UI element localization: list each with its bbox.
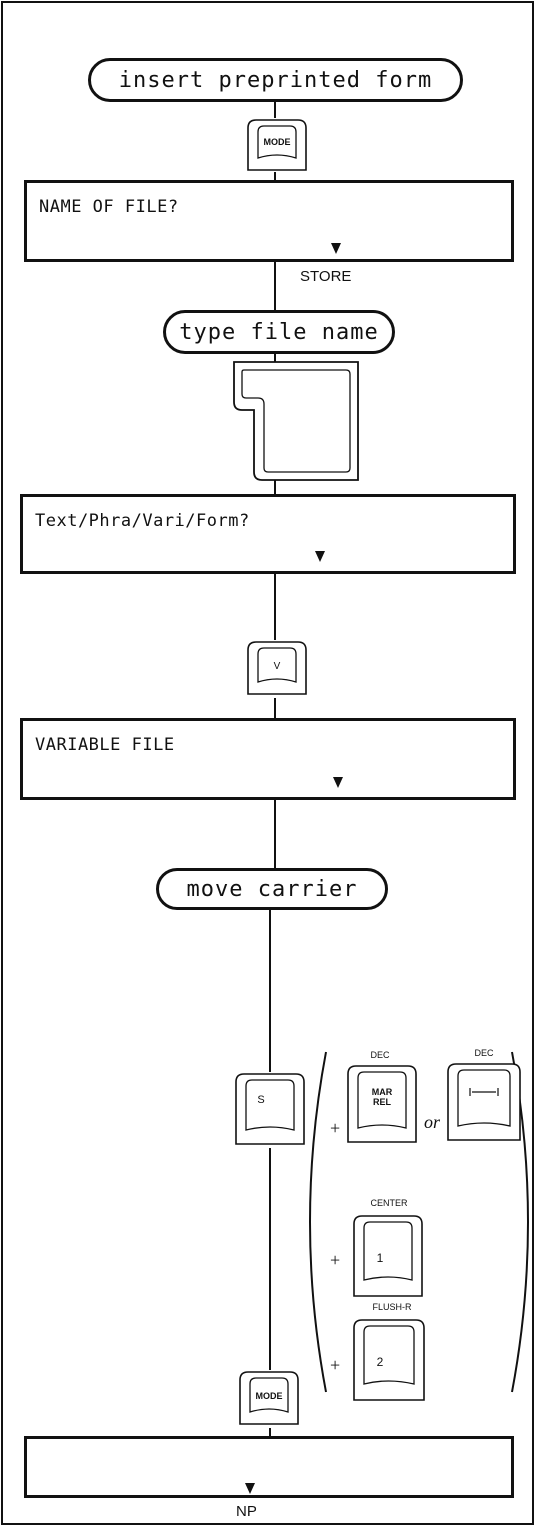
display-final [24, 1436, 514, 1498]
rel-label: REL [373, 1097, 391, 1107]
s-key[interactable]: S [232, 1072, 308, 1148]
step-move-carrier-label: move carrier [186, 876, 358, 902]
mode-key[interactable]: MODE [244, 118, 310, 174]
plus-sign: + [330, 1250, 341, 1270]
keyboard-icon[interactable] [232, 358, 362, 484]
display-name-of-file: NAME OF FILE? [24, 180, 514, 262]
mar-rel-key-shape [347, 1065, 417, 1143]
dec-label: DEC [370, 1050, 390, 1060]
store-label: STORE [300, 268, 352, 285]
cursor-marker [315, 551, 325, 562]
flush-r-key[interactable]: FLUSH-R 2 [350, 1300, 434, 1410]
display-text: Text/Phra/Vari/Form? [35, 511, 250, 531]
v-key-label: V [273, 661, 281, 672]
plus-sign: + [330, 1118, 341, 1138]
display-file-type: Text/Phra/Vari/Form? [20, 494, 516, 574]
center-key[interactable]: CENTER 1 [350, 1196, 430, 1306]
s-key-label: S [257, 1094, 265, 1106]
mode-key-bottom[interactable]: MODE [236, 1370, 302, 1428]
mode-key-label: MODE [263, 137, 291, 147]
mar-rel-key[interactable]: DEC MAR REL [344, 1048, 424, 1148]
center-key-shape [353, 1215, 423, 1297]
dec-tab-key[interactable]: DEC [444, 1046, 526, 1146]
mode-key-bottom-shape [239, 1371, 299, 1425]
display-variable-file: VARIABLE FILE [20, 718, 516, 800]
dec-tab-key-shape [447, 1063, 521, 1141]
step-insert-form: insert preprinted form [88, 58, 463, 102]
flush-r-key-shape [353, 1319, 425, 1401]
step-type-file-name-label: type file name [179, 319, 379, 345]
dec-label: DEC [474, 1048, 494, 1058]
display-text: VARIABLE FILE [35, 735, 175, 755]
flush-r-label: FLUSH-R [372, 1302, 412, 1312]
left-paren [309, 1051, 327, 1393]
mar-label: MAR [371, 1087, 393, 1097]
plus-sign: + [330, 1355, 341, 1375]
display-text: NAME OF FILE? [39, 197, 179, 217]
s-key-shape [235, 1073, 305, 1145]
step-insert-form-label: insert preprinted form [118, 67, 433, 93]
mode-key-shape [247, 119, 307, 171]
cursor-marker [245, 1483, 255, 1494]
v-key[interactable]: V [244, 640, 310, 698]
cursor-marker [333, 777, 343, 788]
or-label: or [424, 1112, 441, 1132]
mode-key-bottom-label: MODE [255, 1391, 283, 1401]
v-key-shape [247, 641, 307, 695]
step-move-carrier: move carrier [156, 868, 388, 910]
np-label: NP [236, 1503, 257, 1520]
center-label: CENTER [370, 1198, 408, 1208]
one-label: 1 [376, 1251, 384, 1265]
step-type-file-name: type file name [163, 310, 395, 354]
cursor-marker [331, 243, 341, 254]
two-label: 2 [376, 1355, 384, 1369]
